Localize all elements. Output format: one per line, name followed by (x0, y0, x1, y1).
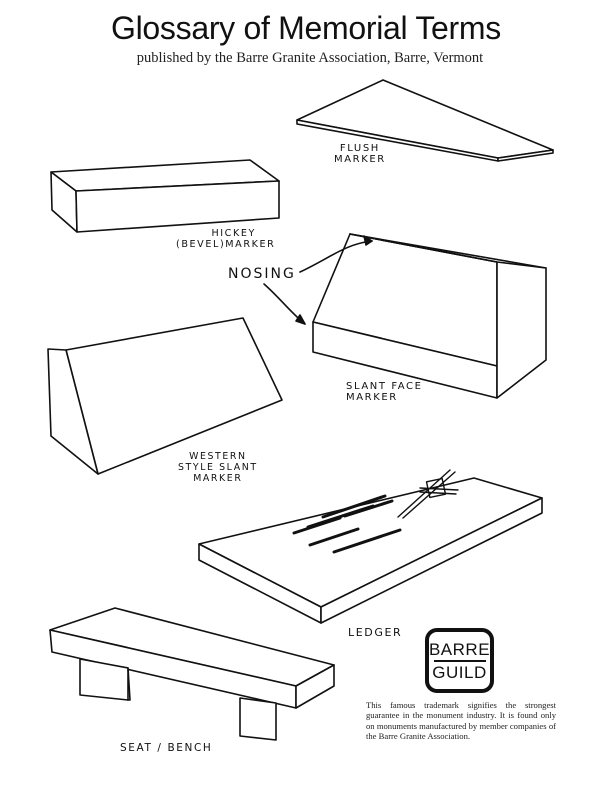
logo-rule (433, 659, 486, 662)
western-slant-marker-drawing (47, 317, 283, 475)
page-subtitle: published by the Barre Granite Associati… (136, 50, 484, 66)
cross-icon (397, 469, 459, 519)
nosing-arrows (263, 235, 373, 325)
trademark-note: This famous trademark signifies the stro… (366, 700, 556, 742)
logo-line-1: BARRE (428, 639, 491, 659)
hickey-marker-label: HICKEY(BEVEL)MARKER (176, 228, 276, 250)
ledger-label: LEDGER (348, 626, 403, 639)
bench-label: SEAT / BENCH (120, 742, 213, 754)
nosing-label: NOSING (228, 266, 296, 282)
barre-guild-logo: BARRE GUILD (425, 628, 494, 693)
bench-drawing (49, 607, 335, 741)
page-title: Glossary of Memorial Terms (111, 10, 501, 46)
logo-line-2: GUILD (432, 662, 487, 682)
flush-marker-drawing (296, 79, 554, 162)
ledger-drawing (198, 477, 543, 624)
hickey-marker-drawing (50, 159, 280, 233)
slant-face-marker-drawing (312, 233, 547, 399)
ledger-inscription (292, 494, 402, 554)
